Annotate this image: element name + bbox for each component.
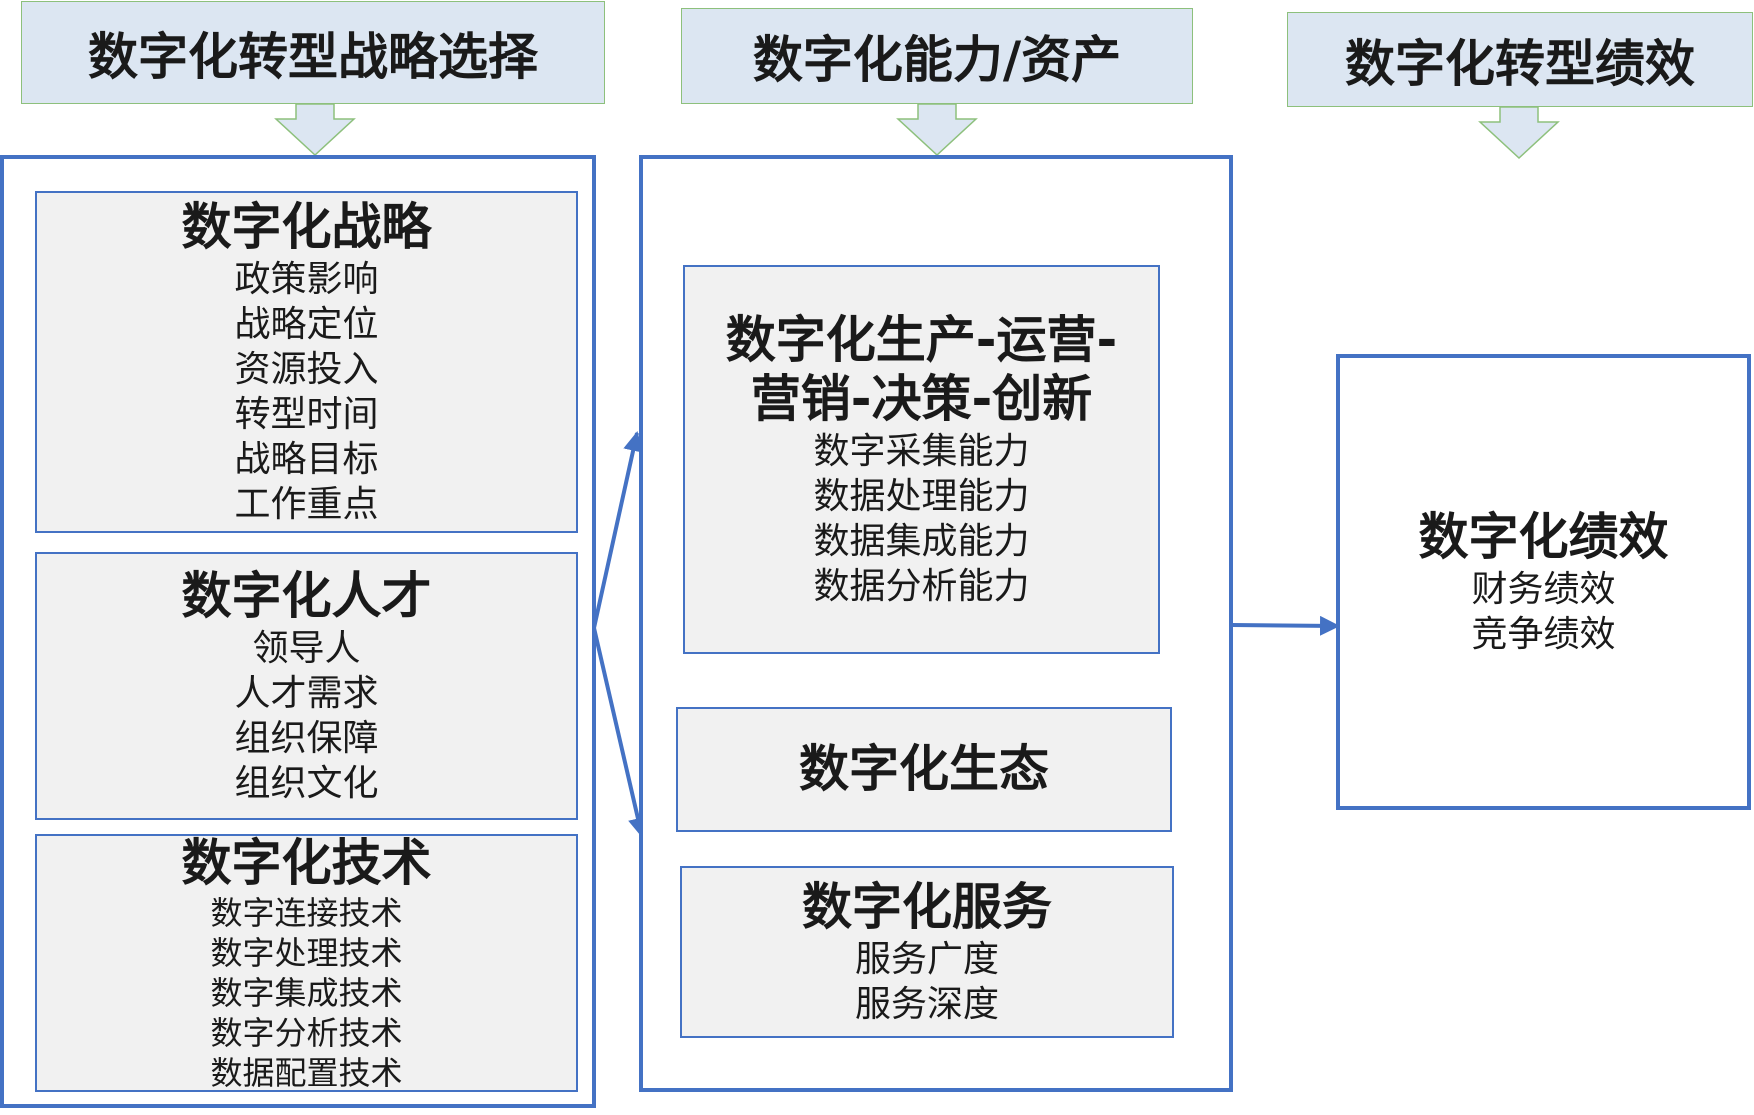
- digital-service-box: 数字化服务 服务广度 服务深度: [680, 866, 1174, 1038]
- digital-ecosystem-title: 数字化生态: [799, 740, 1049, 798]
- digital-ecosystem-box: 数字化生态: [676, 707, 1172, 832]
- digital-technology-title: 数字化技术: [181, 834, 432, 892]
- digital-talent-item: 组织保障: [234, 717, 379, 759]
- digital-talent-item: 领导人: [252, 627, 361, 669]
- digital-performance-item: 财务绩效: [1471, 568, 1616, 610]
- digital-strategy-item: 战略定位: [234, 303, 379, 345]
- digital-talent-item: 组织文化: [234, 762, 379, 804]
- digital-talent-box: 数字化人才 领导人 人才需求 组织保障 组织文化: [35, 552, 578, 820]
- digital-production-item: 数据处理能力: [813, 475, 1030, 517]
- digital-strategy-item: 政策影响: [234, 258, 379, 300]
- digital-strategy-item: 资源投入: [234, 348, 379, 390]
- digital-production-title: 数字化生产-运营-营销-决策-创新: [725, 310, 1118, 428]
- digital-production-item: 数据分析能力: [813, 565, 1030, 607]
- digital-production-box: 数字化生产-运营-营销-决策-创新 数字采集能力 数据处理能力 数据集成能力 数…: [683, 265, 1160, 654]
- down-arrow-capability: [896, 103, 978, 157]
- header-transformation-performance: 数字化转型绩效: [1287, 12, 1753, 107]
- digital-performance-title: 数字化绩效: [1418, 507, 1669, 566]
- digital-production-item: 数字采集能力: [813, 430, 1030, 472]
- digital-strategy-item: 战略目标: [234, 438, 379, 480]
- digital-technology-item: 数字集成技术: [210, 973, 403, 1012]
- header-strategy-selection: 数字化转型战略选择: [21, 1, 605, 104]
- arrow-strategy-to-capability-up: [592, 431, 643, 629]
- digital-technology-item: 数据配置技术: [210, 1053, 403, 1092]
- digital-performance-box: 数字化绩效 财务绩效 竞争绩效: [1336, 354, 1751, 810]
- digital-technology-box: 数字化技术 数字连接技术 数字处理技术 数字集成技术 数字分析技术 数据配置技术: [35, 834, 578, 1092]
- digital-performance-item: 竞争绩效: [1471, 613, 1616, 655]
- digital-technology-item: 数字处理技术: [210, 933, 403, 972]
- down-arrow-strategy: [274, 103, 356, 157]
- digital-strategy-item: 转型时间: [234, 393, 379, 435]
- digital-talent-title: 数字化人才: [181, 566, 432, 625]
- digital-technology-item: 数字连接技术: [210, 893, 403, 932]
- digital-service-title: 数字化服务: [802, 877, 1052, 936]
- digital-production-item: 数据集成能力: [813, 520, 1030, 562]
- digital-technology-item: 数字分析技术: [210, 1013, 403, 1052]
- digital-strategy-item: 工作重点: [234, 483, 379, 525]
- digital-service-item: 服务广度: [854, 938, 999, 980]
- digital-talent-item: 人才需求: [234, 672, 379, 714]
- down-arrow-performance: [1478, 106, 1560, 160]
- arrow-capability-to-performance: [1231, 615, 1340, 636]
- arrow-strategy-to-capability-down: [592, 627, 648, 838]
- digital-strategy-box: 数字化战略 政策影响 战略定位 资源投入 转型时间 战略目标 工作重点: [35, 191, 578, 533]
- digital-strategy-title: 数字化战略: [181, 197, 432, 256]
- digital-service-item: 服务深度: [854, 983, 999, 1025]
